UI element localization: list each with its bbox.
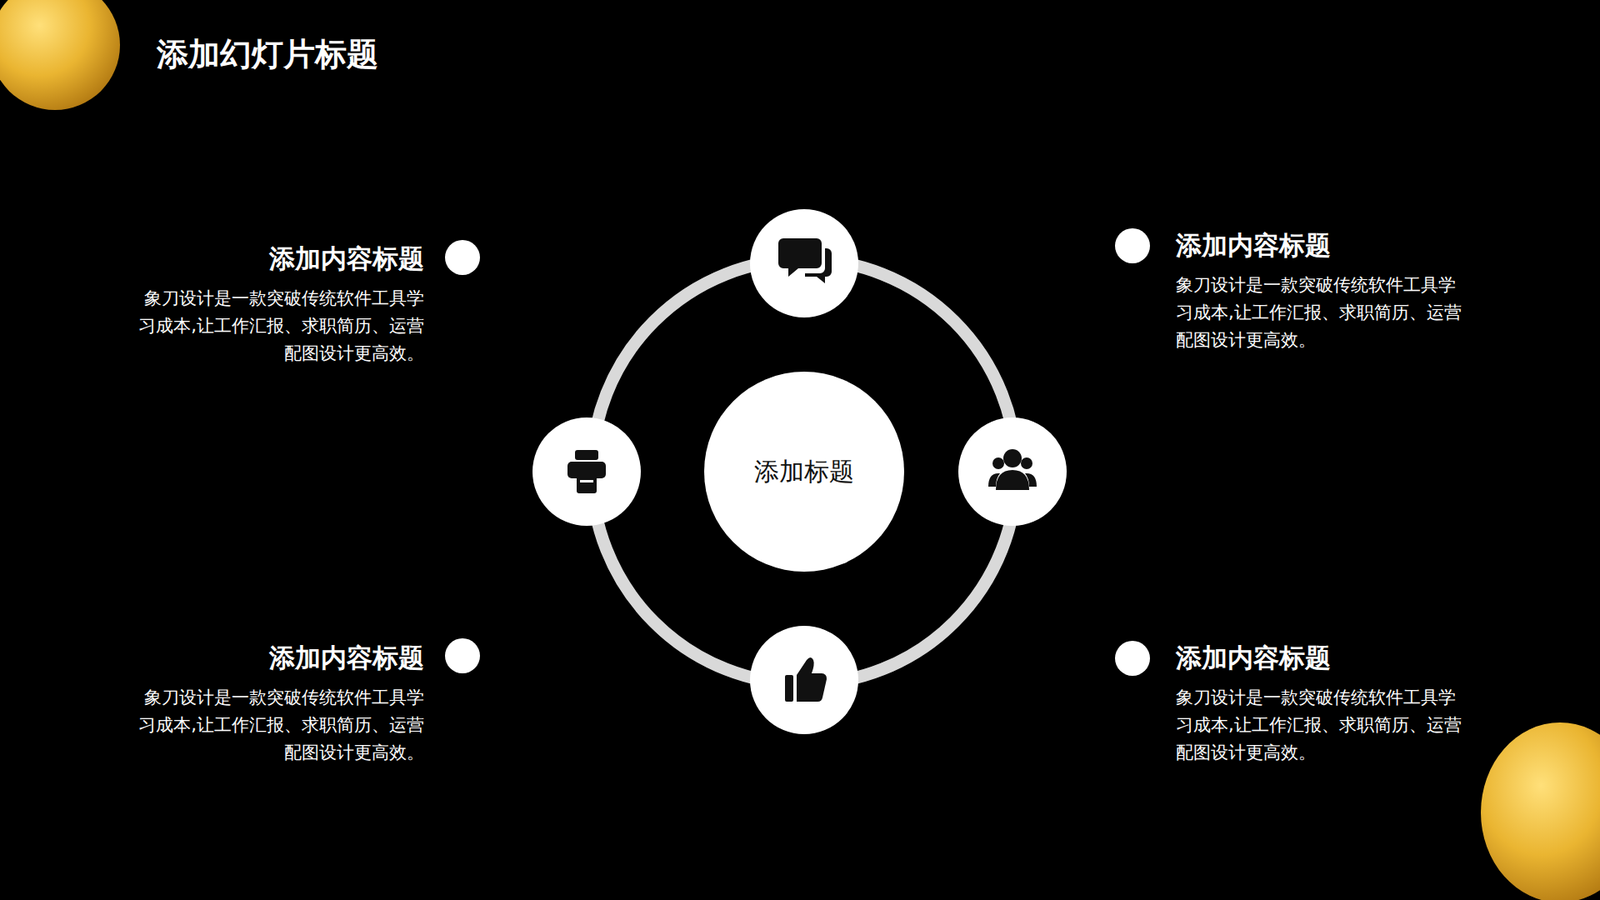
content-body: 象刀设计是一款突破传统软件工具学习成本,让工作汇报、求职简历、运营配图设计更高效…	[1175, 684, 1468, 767]
icon-circle	[958, 417, 1067, 526]
gold-ball	[0, 0, 120, 110]
people-icon	[988, 449, 1037, 490]
content-body: 象刀设计是一款突破传统软件工具学习成本,让工作汇报、求职简历、运营配图设计更高效…	[1175, 271, 1468, 355]
ring	[591, 259, 1017, 685]
bullet-dot	[1115, 228, 1150, 264]
gold-ball	[1480, 722, 1600, 900]
chat-icon	[778, 238, 832, 284]
content-group: 添加内容标题象刀设计是一款突破传统软件工具学习成本,让工作汇报、求职简历、运营配…	[1175, 640, 1468, 767]
content-body: 象刀设计是一款突破传统软件工具学习成本,让工作汇报、求职简历、运营配图设计更高效…	[132, 684, 425, 767]
icon-circle	[532, 417, 641, 526]
slide-title: 添加幻灯片标题	[156, 33, 379, 76]
content-group: 添加内容标题象刀设计是一款突破传统软件工具学习成本,让工作汇报、求职简历、运营配…	[132, 241, 425, 368]
bullet-dot	[1115, 640, 1150, 676]
content-heading: 添加内容标题	[1175, 228, 1468, 262]
thumbs-up-icon	[785, 657, 827, 702]
center-label: 添加标题	[754, 455, 855, 490]
content-heading: 添加内容标题	[132, 640, 425, 675]
icon-circle	[750, 625, 859, 735]
icon-circle	[750, 209, 859, 318]
bullet-dot	[445, 240, 480, 275]
content-heading: 添加内容标题	[1175, 640, 1468, 675]
content-group: 添加内容标题象刀设计是一款突破传统软件工具学习成本,让工作汇报、求职简历、运营配…	[132, 640, 425, 767]
bullet-dot	[445, 638, 480, 674]
content-body: 象刀设计是一款突破传统软件工具学习成本,让工作汇报、求职简历、运营配图设计更高效…	[132, 285, 425, 368]
center-circle: 添加标题	[704, 371, 905, 572]
content-group: 添加内容标题象刀设计是一款突破传统软件工具学习成本,让工作汇报、求职简历、运营配…	[1175, 228, 1468, 355]
content-heading: 添加内容标题	[132, 241, 425, 275]
printer-icon	[567, 450, 606, 494]
